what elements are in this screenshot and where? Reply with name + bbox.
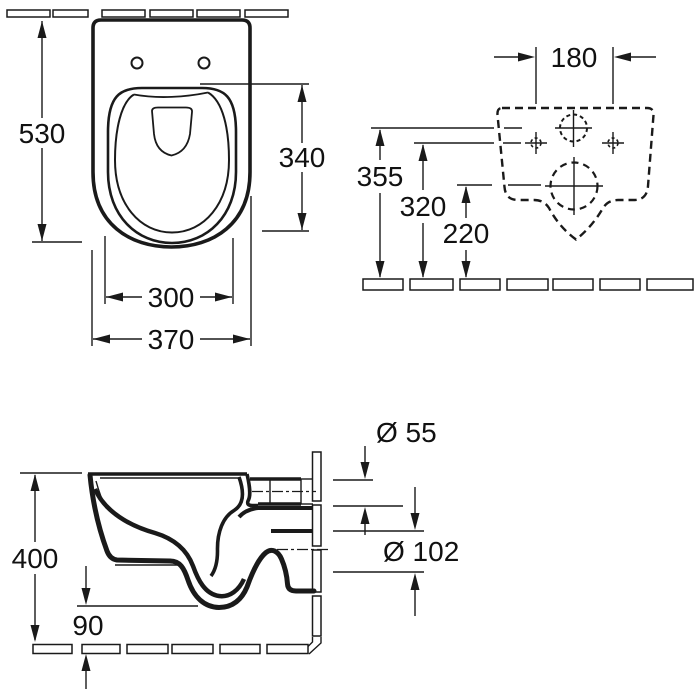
wall-tiles-side xyxy=(302,451,322,655)
dimension-530: 530 xyxy=(19,21,82,243)
dim-label-370: 370 xyxy=(148,324,195,355)
rear-view: 180 355 320 xyxy=(357,42,694,291)
top-view: 530 340 300 xyxy=(6,9,326,355)
inlet-spigot xyxy=(250,477,316,506)
floor-tiles-rear xyxy=(362,278,694,291)
dimension-90: 90 xyxy=(72,566,198,689)
dimension-320: 320 xyxy=(400,142,521,278)
dimension-180: 180 xyxy=(494,42,656,104)
dim-label-220: 220 xyxy=(443,218,490,249)
dim-label-inlet-diameter: Ø 55 xyxy=(376,417,437,448)
dim-label-outlet-diameter: Ø 102 xyxy=(383,536,459,567)
dimension-outlet-diameter: Ø 102 xyxy=(333,487,459,616)
dim-label-90: 90 xyxy=(72,610,103,641)
inlet-hole xyxy=(555,110,592,147)
dim-label-400: 400 xyxy=(12,543,59,574)
dim-label-340: 340 xyxy=(279,142,326,173)
dimension-300: 300 xyxy=(104,236,234,313)
floor-tiles-side xyxy=(32,643,309,655)
wall-tiles-top xyxy=(6,9,289,18)
flush-distributor xyxy=(151,106,193,157)
side-view: 400 90 Ø 55 Ø 102 xyxy=(12,417,459,689)
dim-label-530: 530 xyxy=(19,118,66,149)
dimension-400: 400 xyxy=(12,472,82,642)
toilet-body-outline xyxy=(91,18,252,249)
dimension-355: 355 xyxy=(357,127,522,278)
seat-hole-left xyxy=(130,56,144,70)
dim-label-355: 355 xyxy=(357,161,404,192)
dimension-370: 370 xyxy=(91,196,252,355)
seat-hole-right xyxy=(197,56,211,70)
fixing-hole-left xyxy=(525,132,547,154)
dim-label-180: 180 xyxy=(551,42,598,73)
bowl-opening-outline xyxy=(113,91,231,234)
toilet-side-section xyxy=(87,472,331,610)
fixing-hole-right xyxy=(602,132,624,154)
seat-ring-outline xyxy=(106,86,238,245)
dim-label-300: 300 xyxy=(148,282,195,313)
dimension-inlet-diameter: Ø 55 xyxy=(333,417,437,535)
dimension-220: 220 xyxy=(443,184,541,278)
dimension-340: 340 xyxy=(200,83,326,232)
seat-hinge-edge xyxy=(133,91,209,98)
dim-label-320: 320 xyxy=(400,191,447,222)
outlet-hole xyxy=(545,157,603,215)
